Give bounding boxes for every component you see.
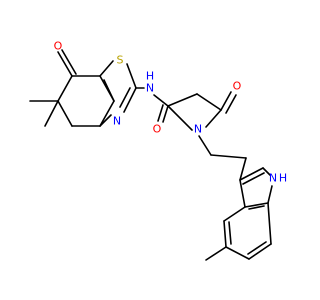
bond bbox=[119, 87, 131, 108]
atom-label-nitrogen: N bbox=[269, 172, 277, 185]
atom-label-oxygen: O bbox=[233, 80, 242, 93]
bond bbox=[57, 51, 73, 77]
bond bbox=[248, 243, 272, 260]
bond bbox=[239, 179, 246, 208]
bond bbox=[103, 79, 115, 102]
bond bbox=[61, 49, 77, 75]
bond bbox=[225, 94, 237, 114]
bond bbox=[267, 185, 273, 204]
bond bbox=[167, 105, 193, 131]
bond bbox=[153, 94, 169, 107]
bond bbox=[228, 221, 232, 245]
atom-label-hydrogen: H bbox=[279, 172, 287, 185]
atom-label-nitrogen: N bbox=[194, 123, 202, 136]
bond bbox=[196, 93, 222, 111]
bond bbox=[167, 93, 198, 107]
bond bbox=[57, 100, 73, 127]
bond bbox=[162, 105, 169, 123]
bond bbox=[262, 167, 271, 176]
bond bbox=[267, 202, 272, 245]
bond bbox=[198, 135, 212, 156]
bond bbox=[123, 87, 137, 113]
bond bbox=[239, 157, 247, 181]
atom-labels: O S N N H O O N H N bbox=[54, 40, 287, 185]
molecule-structure: O S N N H O O N H N bbox=[29, 40, 287, 261]
bond bbox=[99, 100, 115, 127]
atom-label-oxygen: O bbox=[153, 123, 162, 136]
bond bbox=[44, 100, 59, 127]
bond bbox=[210, 154, 247, 159]
atom-label-oxygen: O bbox=[54, 40, 63, 53]
atom-label-nitrogen: N bbox=[113, 115, 121, 128]
bond bbox=[157, 104, 164, 122]
atom-label-hydrogen: H bbox=[146, 70, 154, 83]
bond bbox=[205, 109, 222, 128]
atom-label-sulfur: S bbox=[117, 54, 124, 67]
bond bbox=[223, 206, 246, 222]
bond bbox=[99, 60, 114, 77]
bond bbox=[248, 205, 265, 210]
bond bbox=[126, 63, 137, 89]
bond bbox=[205, 246, 227, 261]
bond bbox=[244, 202, 269, 208]
bond bbox=[239, 167, 264, 181]
bonds bbox=[29, 49, 273, 261]
bond bbox=[220, 91, 232, 111]
bond bbox=[225, 246, 250, 260]
bond bbox=[223, 220, 227, 248]
bond bbox=[99, 114, 112, 127]
bond bbox=[242, 172, 265, 185]
molecule-structure-canvas: O S N N H O O N H N bbox=[29, 40, 287, 261]
atom-label-nitrogen: N bbox=[146, 82, 154, 95]
bond bbox=[247, 241, 267, 255]
bond bbox=[57, 75, 73, 102]
